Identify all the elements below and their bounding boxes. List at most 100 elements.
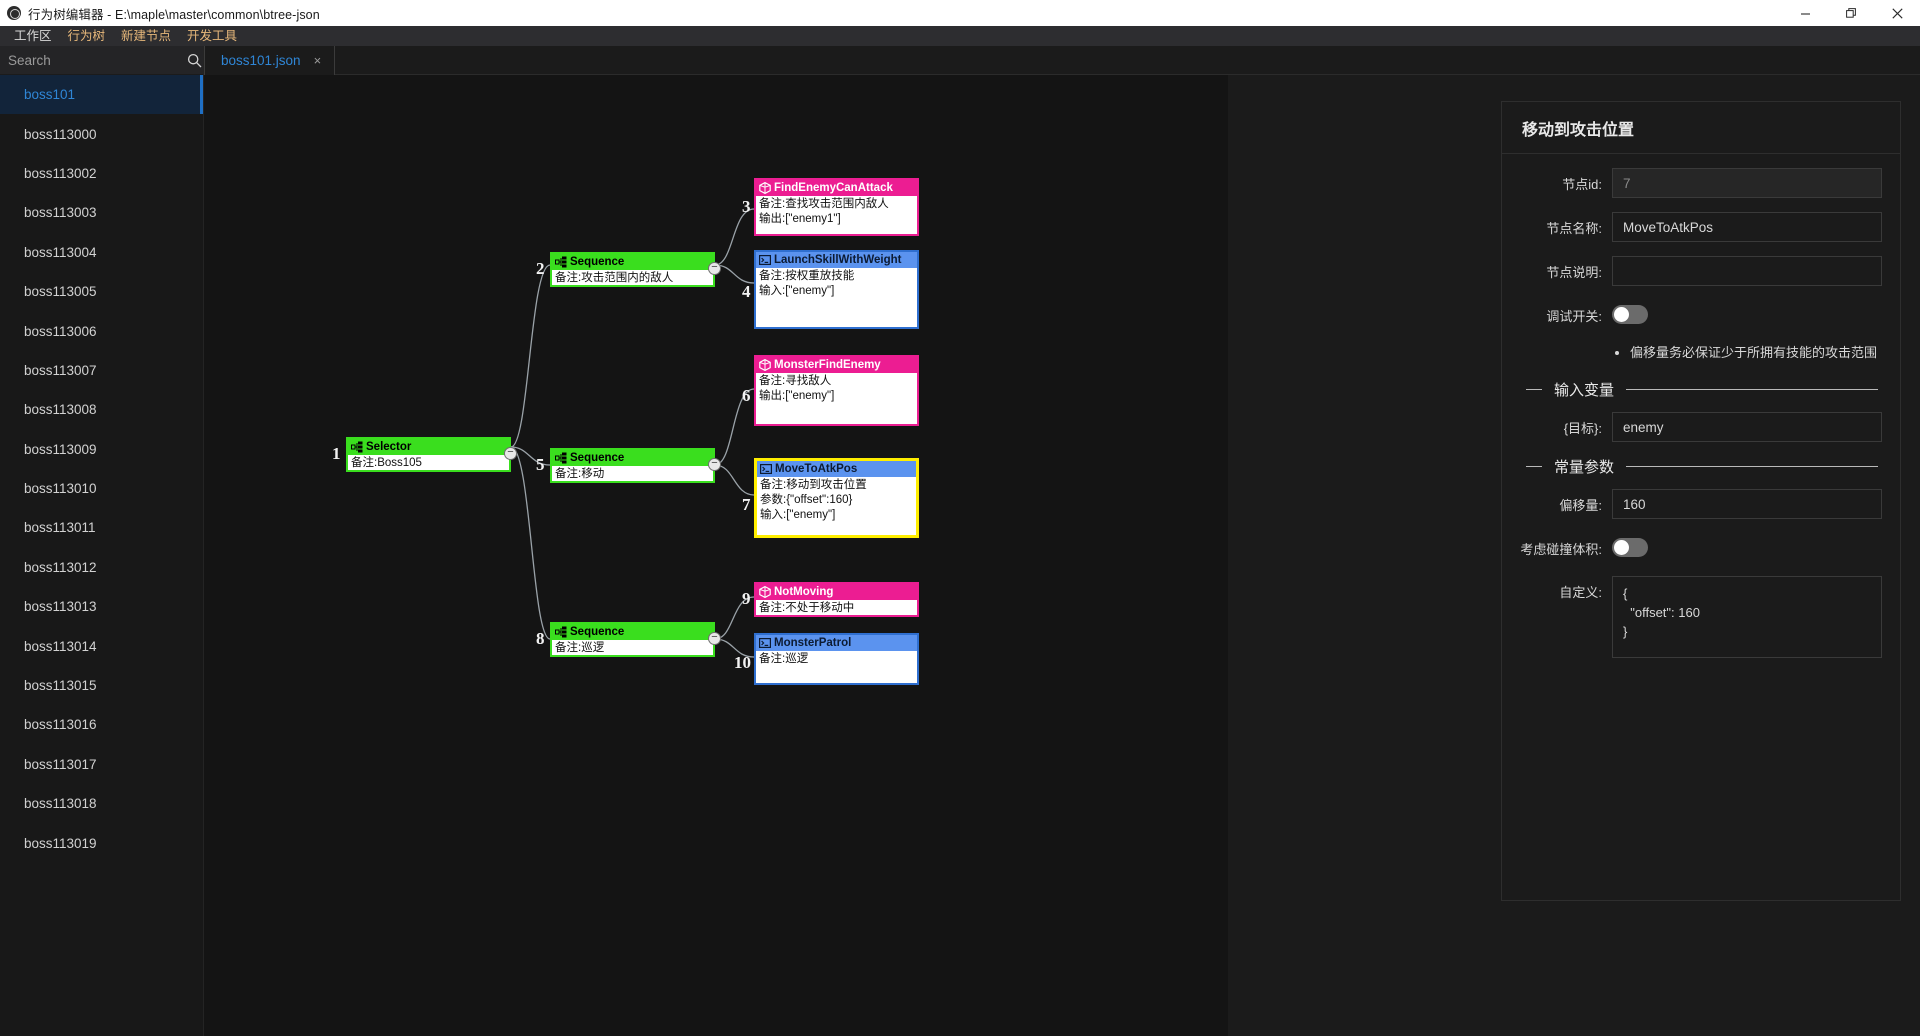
sidebar-item-boss113014[interactable]: boss113014 (0, 626, 203, 665)
sidebar-item-boss113007[interactable]: boss113007 (0, 351, 203, 390)
node-title: MonsterFindEnemy (774, 359, 881, 371)
node-detail-row: 备注:巡逻 (555, 642, 605, 654)
field-row: 节点说明: (1502, 256, 1882, 286)
text-input[interactable] (1612, 489, 1882, 519)
sidebar-item-label: boss113013 (24, 599, 97, 615)
field-label: 调试开关: (1546, 309, 1602, 324)
sidebar-item-boss113008[interactable]: boss113008 (0, 390, 203, 429)
text-input[interactable] (1612, 256, 1882, 286)
section-header[interactable]: 输入变量 (1526, 379, 1882, 400)
node-body: 备注:Boss105 (348, 455, 509, 473)
sidebar-item-boss113000[interactable]: boss113000 (0, 114, 203, 153)
node-collapse-handle[interactable]: − (504, 447, 517, 460)
node-body: 备注:不处于移动中 (756, 600, 917, 618)
tab-close-icon[interactable]: × (313, 53, 322, 68)
menu-item-workspace[interactable]: 工作区 (14, 29, 52, 43)
json-textarea[interactable] (1612, 576, 1882, 658)
sidebar-item-boss113006[interactable]: boss113006 (0, 311, 203, 350)
composite-icon (555, 452, 567, 464)
node-collapse-handle[interactable]: − (708, 458, 721, 471)
node-detail-row: 备注:查找攻击范围内敌人 (759, 198, 889, 210)
toggle-switch[interactable] (1612, 538, 1648, 557)
text-input[interactable] (1612, 212, 1882, 242)
sidebar-item-boss113017[interactable]: boss113017 (0, 745, 203, 784)
field-label: 偏移量: (1559, 498, 1602, 513)
restore-icon[interactable] (1828, 0, 1874, 26)
tab-strip: boss101.json × (204, 46, 1920, 75)
collapse-dash-icon[interactable] (1526, 389, 1542, 390)
sidebar-item-boss101[interactable]: boss101 (0, 75, 203, 115)
action-icon (759, 637, 771, 649)
sidebar-item-boss113018[interactable]: boss113018 (0, 784, 203, 823)
sidebar-item-boss113010[interactable]: boss113010 (0, 469, 203, 508)
graph-node-NotMoving[interactable]: NotMoving 备注:不处于移动中 (754, 582, 919, 617)
sidebar-item-boss113011[interactable]: boss113011 (0, 508, 203, 547)
field-row: 考虑碰撞体积: (1502, 533, 1882, 562)
composite-icon (555, 626, 567, 638)
action-icon (759, 254, 771, 266)
menu-item-new-node[interactable]: 新建节点 (121, 29, 172, 43)
section-header[interactable]: 常量参数 (1526, 456, 1882, 477)
graph-node-Selector[interactable]: Selector 备注:Boss105 (346, 437, 511, 472)
search-bar (0, 46, 203, 75)
node-detail-row: 备注:不处于移动中 (759, 602, 855, 614)
node-index-label: 5 (536, 455, 545, 474)
sidebar-item-boss113004[interactable]: boss113004 (0, 233, 203, 272)
sidebar-item-boss113002[interactable]: boss113002 (0, 154, 203, 193)
tab-boss101-json[interactable]: boss101.json × (204, 46, 336, 75)
node-collapse-handle[interactable]: − (708, 632, 721, 645)
node-header: MonsterPatrol (756, 635, 917, 651)
toggle-switch[interactable] (1612, 305, 1648, 324)
node-title: Selector (366, 441, 412, 453)
menu-item-behavior-tree[interactable]: 行为树 (67, 29, 106, 43)
node-title: MonsterPatrol (774, 637, 852, 649)
collapse-dash-icon[interactable] (1526, 466, 1542, 467)
collapse-minus-icon: − (711, 631, 718, 643)
section-title: 输入变量 (1554, 382, 1615, 399)
text-input[interactable] (1612, 412, 1882, 442)
sidebar-item-label: boss113009 (24, 441, 97, 457)
node-header: NotMoving (756, 584, 917, 600)
sidebar-item-boss113013[interactable]: boss113013 (0, 587, 203, 626)
node-header: MonsterFindEnemy (756, 357, 917, 373)
node-body: 备注:攻击范围内的敌人 (552, 270, 713, 288)
sidebar-item-label: boss113008 (24, 402, 97, 418)
node-header: Sequence (552, 450, 713, 466)
search-icon[interactable] (185, 46, 203, 75)
sidebar-item-boss113003[interactable]: boss113003 (0, 193, 203, 232)
field-control (1612, 533, 1882, 562)
search-input[interactable] (0, 46, 185, 75)
field-label: 节点说明: (1546, 265, 1602, 280)
field-row: 节点id: (1502, 168, 1882, 198)
window-title: 行为树编辑器 - E:\maple\master\common\btree-js… (28, 7, 320, 22)
sidebar-item-boss113019[interactable]: boss113019 (0, 823, 203, 862)
minimize-icon[interactable] (1782, 0, 1828, 26)
sidebar-item-boss113015[interactable]: boss113015 (0, 666, 203, 705)
section-rule (1626, 466, 1878, 467)
sidebar-item-boss113005[interactable]: boss113005 (0, 272, 203, 311)
sidebar-item-boss113012[interactable]: boss113012 (0, 548, 203, 587)
sidebar-item-boss113016[interactable]: boss113016 (0, 705, 203, 744)
tab-strip-filler (335, 46, 1920, 75)
menu-item-dev-tools[interactable]: 开发工具 (187, 29, 238, 43)
node-header: FindEnemyCanAttack (756, 180, 917, 196)
sidebar-item-boss113009[interactable]: boss113009 (0, 430, 203, 469)
sidebar-item-label: boss113015 (24, 678, 97, 694)
text-input[interactable] (1612, 168, 1882, 198)
node-collapse-handle[interactable]: − (708, 262, 721, 275)
node-title: MoveToAtkPos (775, 463, 858, 475)
close-icon[interactable] (1874, 0, 1920, 26)
node-detail-row: 备注:寻找敌人 (759, 375, 832, 387)
field-row: 自定义: (1502, 576, 1882, 663)
